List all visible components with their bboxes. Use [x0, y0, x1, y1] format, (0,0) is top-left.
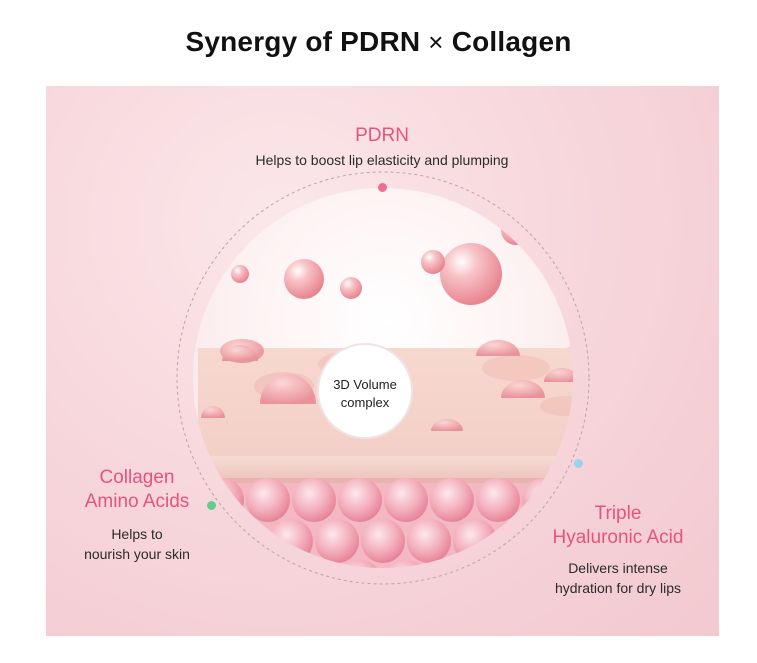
title-left: Synergy of PDRN: [185, 26, 421, 57]
center-line2: complex: [341, 395, 390, 410]
dermis-band: [198, 456, 573, 481]
bubble: [561, 262, 573, 298]
collagen-heading-line1: Collagen: [99, 467, 175, 488]
times-symbol: ×: [428, 27, 444, 57]
collagen-label: Collagen Amino Acids Helps to nourish yo…: [62, 466, 212, 564]
bubble: [284, 259, 324, 299]
page-title: Synergy of PDRN×Collagen: [0, 20, 757, 64]
bubble: [440, 243, 502, 305]
pdrn-dot: [378, 183, 387, 192]
hyaluronic-desc-line1: Delivers intense: [568, 560, 668, 576]
collagen-dot: [207, 501, 216, 510]
center-complex-circle: [317, 343, 413, 439]
hyaluronic-heading-line2: Hyaluronic Acid: [552, 527, 684, 548]
bubble: [340, 277, 362, 299]
hyaluronic-heading-line1: Triple: [594, 503, 642, 524]
bubble: [421, 250, 445, 274]
orbit-ring: [176, 171, 590, 585]
collagen-heading-line2: Amino Acids: [84, 491, 190, 512]
title-right: Collagen: [451, 26, 572, 57]
skin-illustration: 3D Volume complex: [176, 171, 590, 585]
bubble: [231, 265, 249, 283]
hyaluronic-label: Triple Hyaluronic Acid Delivers intense …: [532, 502, 704, 598]
infographic-panel: 3D Volume complex PDRN Helps to boost li…: [46, 86, 719, 636]
collagen-desc-line2: nourish your skin: [84, 546, 190, 562]
collagen-desc-line1: Helps to: [111, 526, 163, 542]
pdrn-desc: Helps to boost lip elasticity and plumpi…: [255, 152, 509, 168]
pdrn-heading: PDRN: [355, 125, 409, 146]
pdrn-label: PDRN Helps to boost lip elasticity and p…: [182, 124, 582, 170]
hyaluronic-desc-line2: hydration for dry lips: [554, 580, 682, 596]
center-line1: 3D Volume: [333, 377, 397, 392]
hyaluronic-dot: [574, 459, 583, 468]
